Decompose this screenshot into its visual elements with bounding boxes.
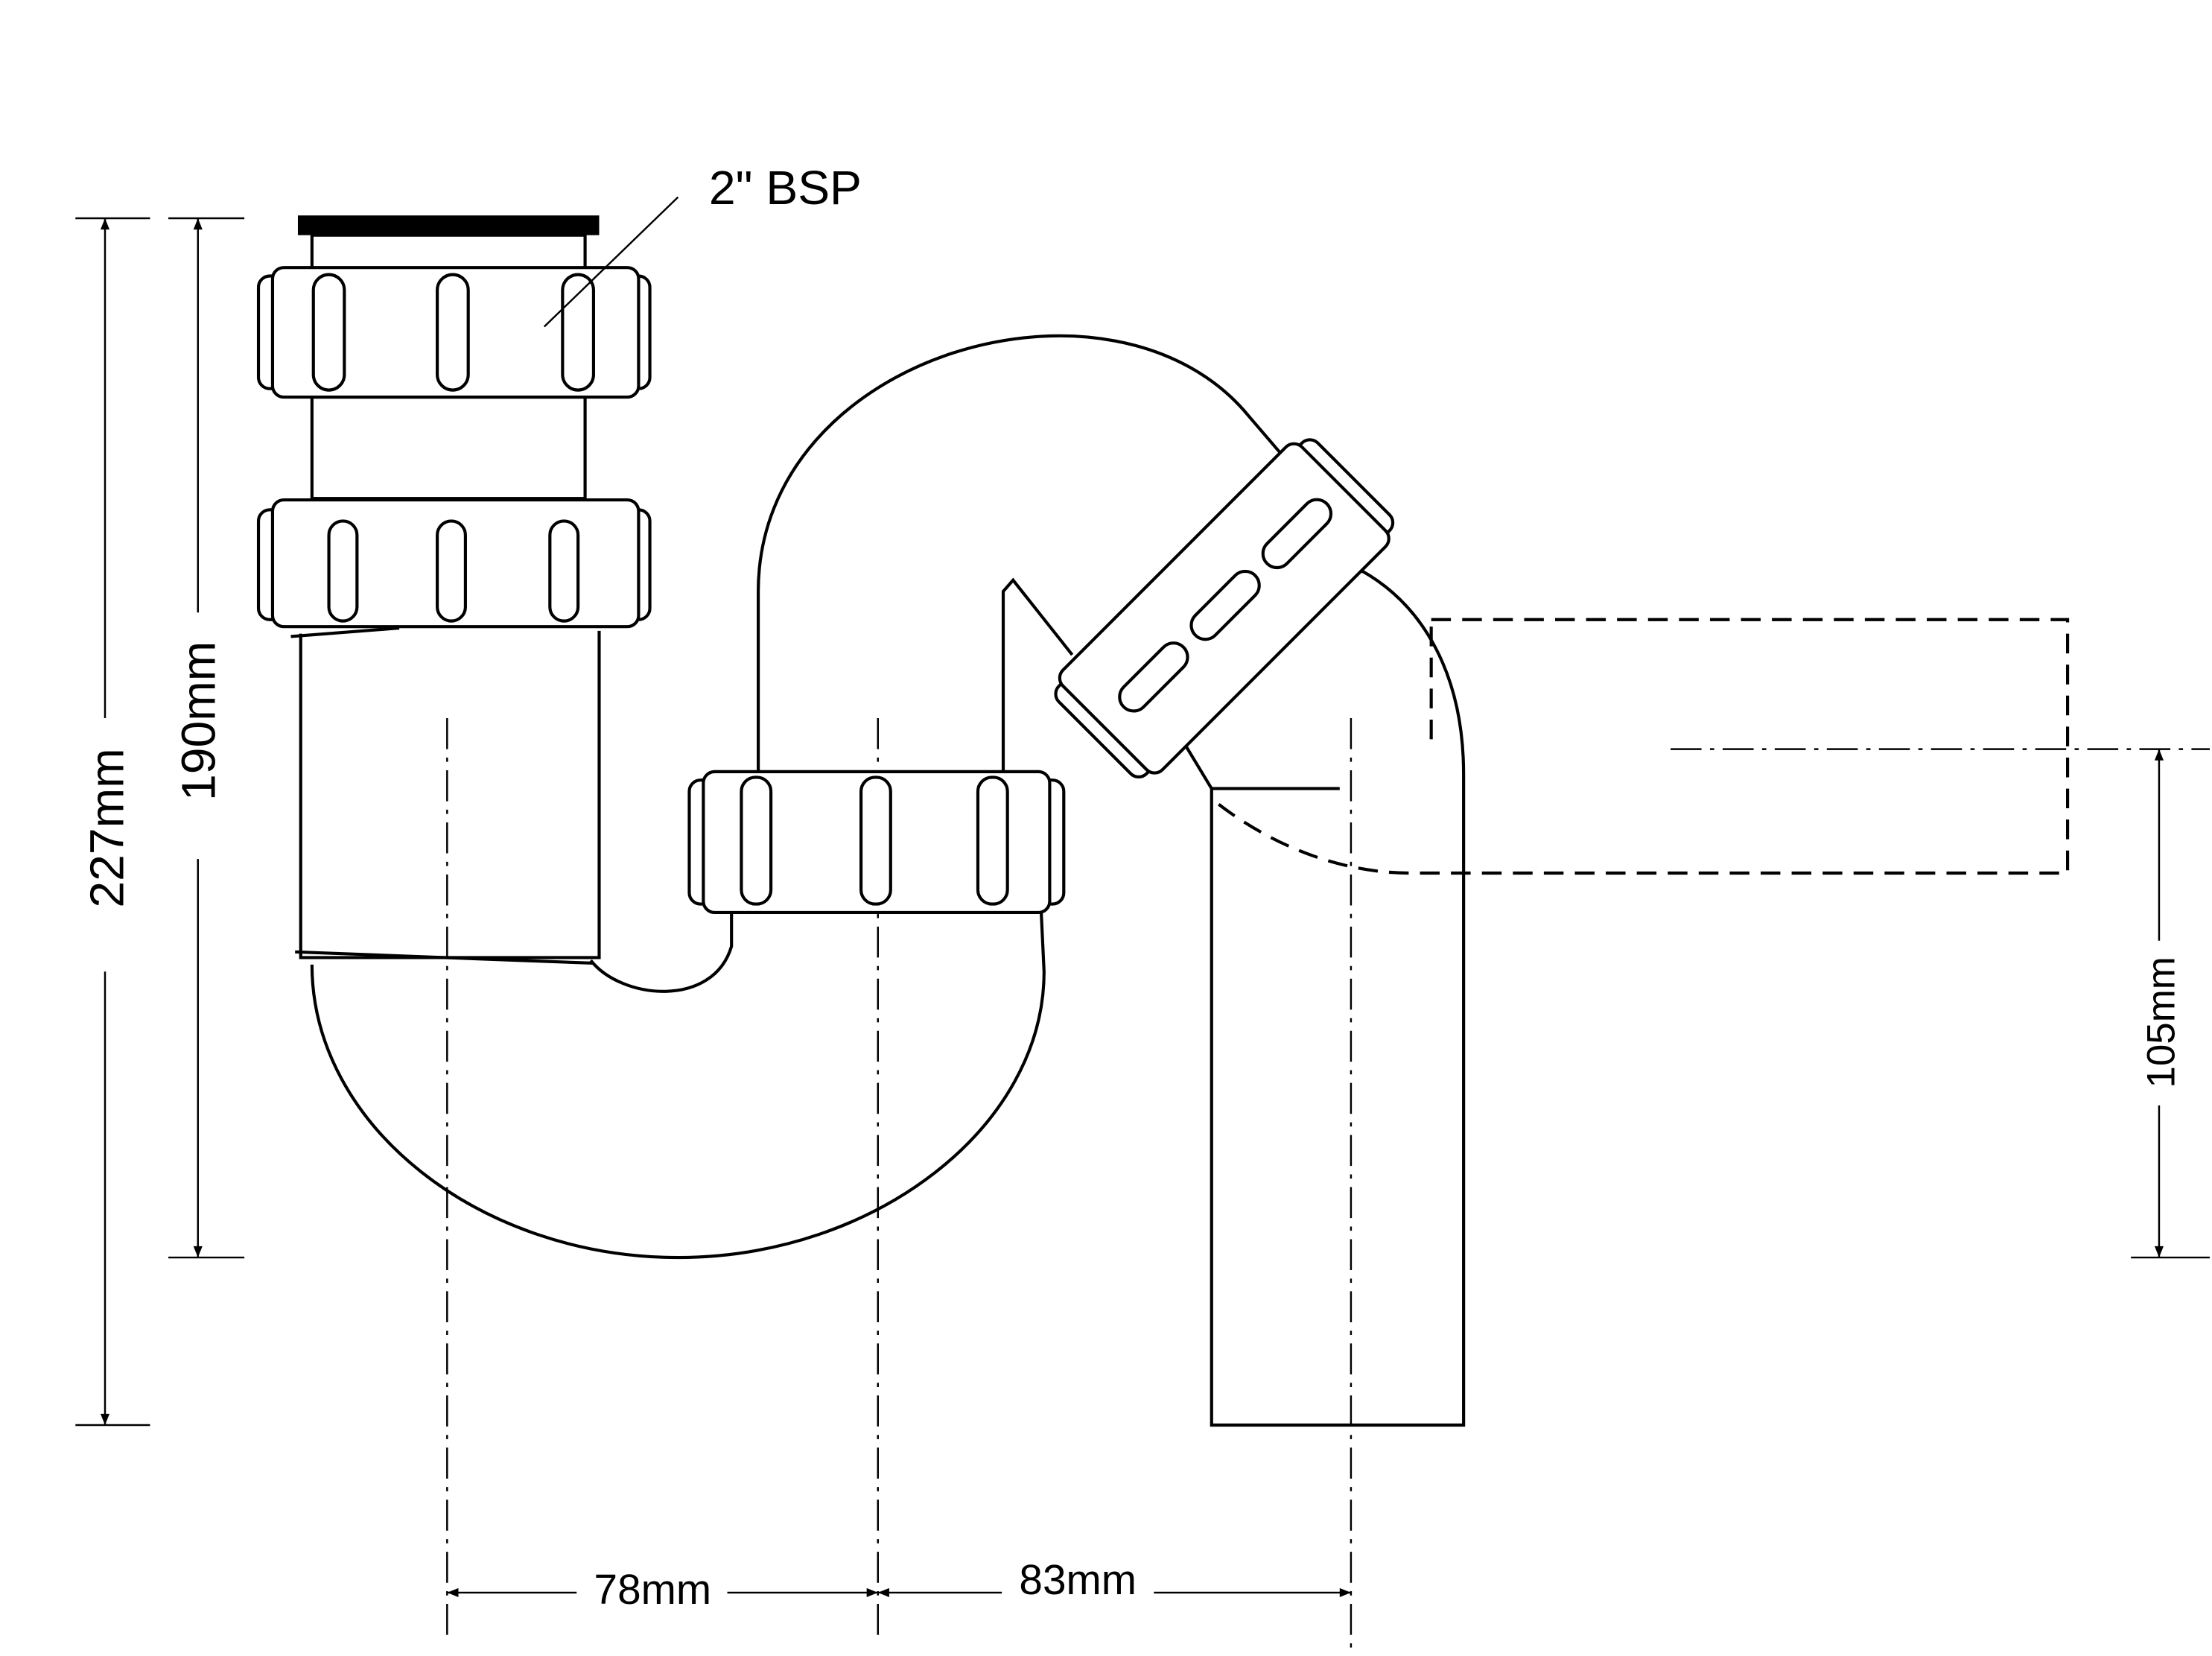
top-washer [297,215,600,235]
dimension-190: 190mm [168,217,245,1259]
dimension-83-label: 83mm [1019,1557,1137,1604]
thread-leader [543,196,679,328]
dimension-78-label: 78mm [594,1567,711,1614]
dimension-227: 227mm [75,217,150,1427]
dimension-190-label: 190mm [171,641,225,801]
dimension-105-label: 105mm [2140,957,2184,1088]
lower-nut [687,770,1066,914]
dimension-78: 78mm [447,1567,878,1614]
dimension-83: 83mm [877,1557,1351,1604]
dimension-227-label: 227mm [80,748,134,907]
dimension-105: 105mm [2131,749,2210,1259]
middle-upper-nut [256,498,652,629]
alternative-outlet-dashed [1212,618,2070,875]
upper-nut [256,266,652,399]
centerlines [446,718,2210,1648]
angled-nut [1054,438,1395,779]
trap-body [290,215,1466,1427]
thread-label: 2" BSP [709,161,862,215]
